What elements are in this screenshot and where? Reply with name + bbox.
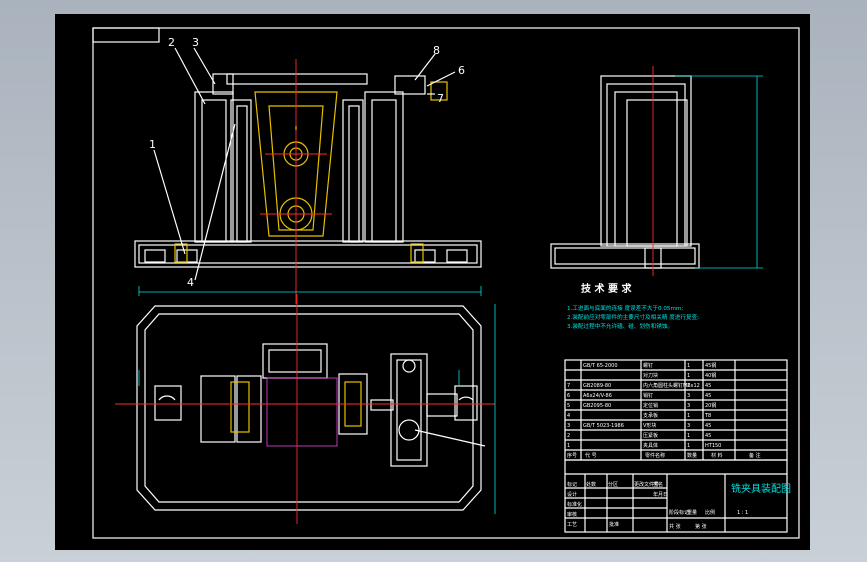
parts-cell-qty: 1: [687, 373, 690, 379]
parts-cell-name: 支承板: [643, 412, 658, 419]
title-block-label: 更改文件号: [634, 481, 659, 488]
parts-cell-no: 2: [567, 433, 570, 439]
parts-cell-no: 5: [567, 403, 570, 409]
parts-cell-name: V形块: [643, 422, 656, 429]
tech-req-line-1: 1.工进面与底面的连接 度误差不大于0.05mm;: [567, 304, 683, 312]
parts-cell-code: A6x24/V-86: [583, 393, 612, 399]
parts-cell-name: 压紧板: [643, 432, 658, 439]
balloon-6: 6: [458, 64, 465, 77]
parts-cell-qty: 3: [687, 393, 690, 399]
title-block-label: 设计: [567, 491, 577, 498]
title-block-label: 处数: [586, 481, 596, 488]
drawing-svg: 1 2 3 4 6 7 8 技 术 要 求 1.工进面与底面的连接 度误差不大于…: [92, 27, 800, 539]
parts-cell-qty: 1: [687, 433, 690, 439]
tech-req-heading: 技 术 要 求: [581, 282, 632, 295]
parts-list: [564, 359, 788, 461]
parts-cell-name: 夹具体: [643, 442, 658, 449]
parts-cell-no: 6: [567, 393, 570, 399]
balloon-7: 7: [437, 92, 444, 105]
parts-cell-code: GB/T 5023-1986: [583, 423, 624, 429]
parts-cell-mat: 40钢: [705, 372, 716, 379]
parts-cell-mat: 20钢: [705, 402, 716, 409]
parts-cell-name: 内六角圆柱头螺钉M6x12: [643, 382, 700, 389]
parts-cell-name: 定位销: [643, 402, 658, 409]
drawing-frame: [92, 27, 800, 539]
balloon-8: 8: [433, 44, 440, 57]
title-block-label: 比例: [705, 509, 715, 516]
parts-header-mat: 材 料: [711, 452, 723, 459]
title-block-label: 签名: [653, 481, 663, 488]
title-block-label: 阶段标记: [669, 509, 689, 516]
title-block-label: 分区: [608, 481, 618, 488]
parts-cell-name: 螺钉: [643, 362, 653, 369]
balloon-4: 4: [187, 276, 194, 289]
title-block-label: 年月日: [653, 491, 668, 498]
parts-cell-qty: 1: [687, 363, 690, 369]
parts-cell-mat: 45: [705, 393, 711, 399]
parts-cell-mat: 45: [705, 433, 711, 439]
title-block: [564, 459, 788, 533]
parts-header-note: 备 注: [749, 452, 761, 459]
parts-cell-mat: T8: [704, 413, 711, 419]
parts-cell-mat: HT150: [705, 443, 721, 449]
title-block-label: 工艺: [567, 522, 577, 528]
balloon-2: 2: [168, 36, 175, 49]
scale-value: 1 : 1: [737, 510, 748, 516]
parts-cell-qty: 2: [687, 383, 690, 389]
top-view: [115, 294, 496, 524]
tech-req-line-2: 2.装配前应对零部件的主要尺寸及相关精 度进行复查;: [567, 313, 699, 321]
parts-cell-code: GB/T 65-2000: [583, 363, 618, 369]
parts-cell-code: GB2089-80: [583, 383, 611, 389]
code-box: [92, 27, 160, 43]
title-block-label: 重量: [687, 509, 697, 516]
parts-cell-qty: 1: [687, 413, 690, 419]
parts-cell-qty: 3: [687, 403, 690, 409]
parts-header-qty: 数量: [687, 452, 697, 459]
parts-cell-qty: 1: [687, 443, 690, 449]
parts-cell-code: GB2095-80: [583, 403, 611, 409]
title-block-label: 审核: [567, 511, 577, 518]
parts-cell-mat: 45: [705, 423, 711, 429]
parts-cell-no: 1: [567, 443, 570, 449]
drawing-title: 铣夹具装配图: [731, 482, 791, 495]
parts-cell-mat: 45: [705, 383, 711, 389]
title-block-label: 第 张: [695, 523, 707, 530]
parts-cell-name: 对刀块: [643, 372, 658, 379]
parts-cell-no: 3: [567, 423, 570, 429]
parts-cell-mat: 45钢: [705, 362, 716, 369]
parts-cell-no: 4: [567, 413, 570, 419]
title-block-label: 标准化: [567, 501, 582, 508]
leaders: [153, 47, 486, 447]
cad-drawing-canvas: 1 2 3 4 6 7 8 技 术 要 求 1.工进面与底面的连接 度误差不大于…: [55, 14, 810, 550]
title-block-label: 批准: [609, 521, 619, 528]
title-block-label: 共 张: [669, 523, 681, 530]
parts-cell-no: 7: [567, 383, 570, 389]
parts-cell-qty: 3: [687, 423, 690, 429]
balloon-1: 1: [149, 138, 156, 151]
title-block-label: 标记: [567, 481, 577, 488]
parts-cell-name: 销钉: [643, 392, 653, 399]
parts-header-no: 序号: [567, 452, 577, 459]
balloon-3: 3: [192, 36, 199, 49]
parts-header-code: 代 号: [585, 452, 597, 459]
parts-header-name: 零件名称: [645, 452, 665, 459]
side-view: [550, 66, 763, 276]
tech-req-line-3: 3.装配过程中不允许磕、碰、划伤和锈蚀。: [567, 322, 673, 330]
front-view: [134, 59, 482, 304]
